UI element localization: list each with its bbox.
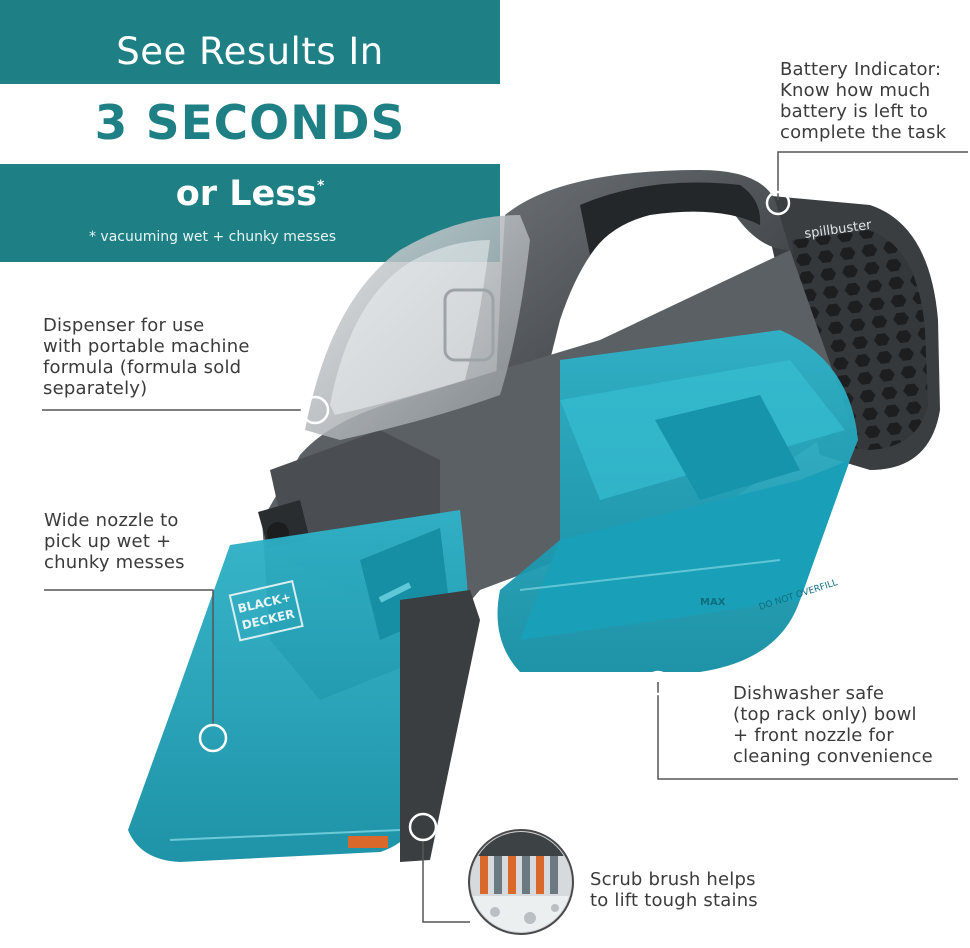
footnote: * vacuuming wet + chunky messes <box>88 229 337 245</box>
dispenser-tank <box>305 215 530 440</box>
headline-banner: See Results In 3 SECONDS or Less* * vacu… <box>0 0 500 262</box>
headline-line1: See Results In <box>116 30 384 73</box>
leader-lines <box>42 151 968 923</box>
footnote-mark: * <box>316 178 325 194</box>
callout-wide-nozzle: Wide nozzle to pick up wet + chunky mess… <box>44 510 185 573</box>
callout-dishwasher-safe: Dishwasher safe (top rack only) bowl + f… <box>733 683 933 767</box>
tank-max-text: MAX <box>700 597 726 608</box>
callout-dispenser: Dispenser for use with portable machine … <box>43 315 250 399</box>
headline-line3: or Less* <box>0 174 500 214</box>
callout-battery-indicator: Battery Indicator: Know how much battery… <box>780 59 947 143</box>
scrub-brush-inset <box>468 829 574 935</box>
headline-line3-text: or Less <box>175 174 317 214</box>
callout-markers <box>198 190 791 842</box>
headline-strip: 3 SECONDS <box>0 84 500 164</box>
callout-scrub-brush: Scrub brush helps to lift tough stains <box>590 869 758 911</box>
dirty-water-bowl: DO NOT OVERFILL MAX <box>497 330 858 672</box>
headline-line2: 3 SECONDS <box>94 96 406 151</box>
scrub-bristles <box>348 836 388 848</box>
